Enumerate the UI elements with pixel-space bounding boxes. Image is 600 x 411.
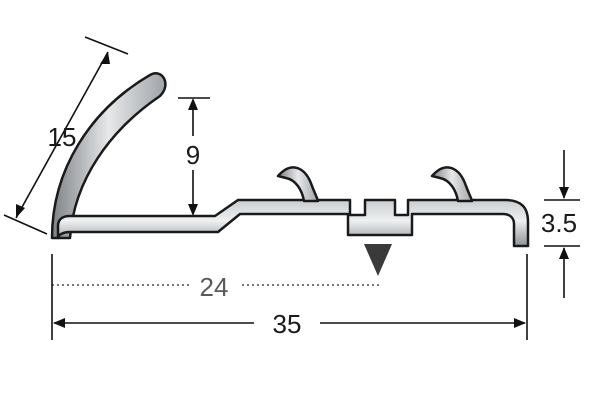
arrowhead [559, 187, 569, 199]
arrowhead [16, 204, 25, 218]
arrowhead [188, 98, 198, 110]
curved-lip [50, 72, 167, 240]
base-offset-label: 24 [200, 272, 229, 302]
dimension-total-width: 35 [51, 254, 528, 340]
arrowhead [514, 318, 526, 328]
arrowhead [53, 318, 65, 328]
base-channel [56, 198, 530, 248]
lip-height-label: 9 [186, 140, 200, 170]
thickness-label: 3.5 [541, 208, 577, 238]
arc-length-label: 15 [48, 122, 77, 152]
right-barb [430, 166, 474, 203]
dimension-base-offset: 24 [52, 244, 392, 302]
dimension-lip-height: 9 [178, 97, 210, 216]
left-barb [276, 166, 320, 203]
aluminium-profile [50, 72, 530, 248]
arrowhead [559, 247, 569, 259]
arrowhead [100, 52, 110, 64]
dimension-thickness: 3.5 [541, 150, 580, 298]
dimension-arc-length: 15 [3, 36, 129, 235]
arrowhead [188, 204, 198, 216]
total-width-label: 35 [273, 309, 302, 339]
position-marker-icon [364, 244, 392, 276]
